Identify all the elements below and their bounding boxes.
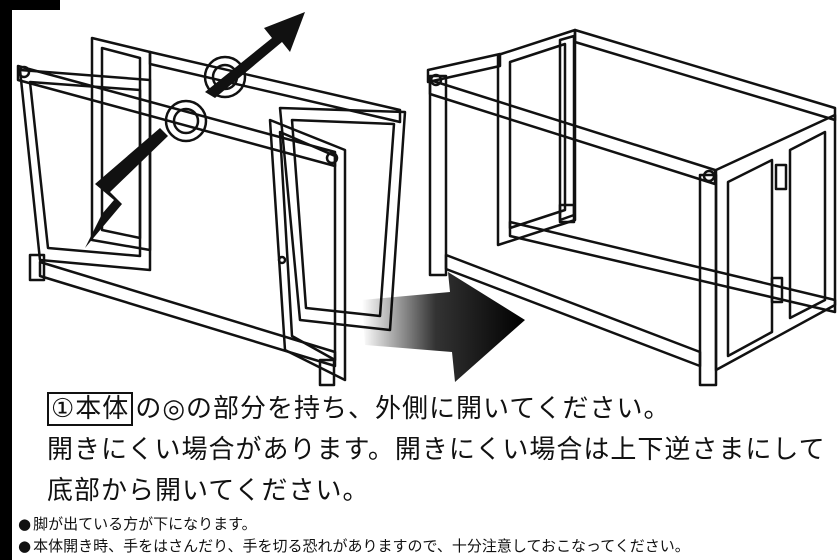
assembly-illustration [16, 12, 837, 387]
next-step-arrow [362, 272, 525, 382]
bullet-icon: ● [18, 515, 32, 533]
note-legs: ●脚が出ている方が下になります。 [18, 515, 257, 533]
instruction-line-3: 底部から開いてください。 [47, 476, 370, 506]
note-caution-text: 本体開き時、手をはさんだり、手を切る恐れがありますので、十分注意しておこなってく… [33, 537, 690, 555]
bullet-icon: ● [18, 537, 32, 555]
folded-frame-drawing [16, 36, 407, 387]
instruction-line-2: 開きにくい場合があります。開きにくい場合は上下逆さまにして [47, 435, 826, 465]
open-direction-arrows [85, 12, 305, 248]
instruction-line-1-text: の◎の部分を持ち、外側に開いてください。 [135, 394, 671, 424]
note-legs-text: 脚が出ている方が下になります。 [33, 515, 257, 533]
top-edge-bar [0, 0, 60, 10]
note-caution: ●本体開き時、手をはさんだり、手を切る恐れがありますので、十分注意しておこなって… [18, 537, 690, 555]
left-edge-bar [0, 0, 12, 560]
part-label-body: ①本体 [47, 392, 134, 426]
opened-frame-drawing [426, 28, 837, 387]
instruction-line-1: ①本体の◎の部分を持ち、外側に開いてください。 [47, 392, 671, 426]
